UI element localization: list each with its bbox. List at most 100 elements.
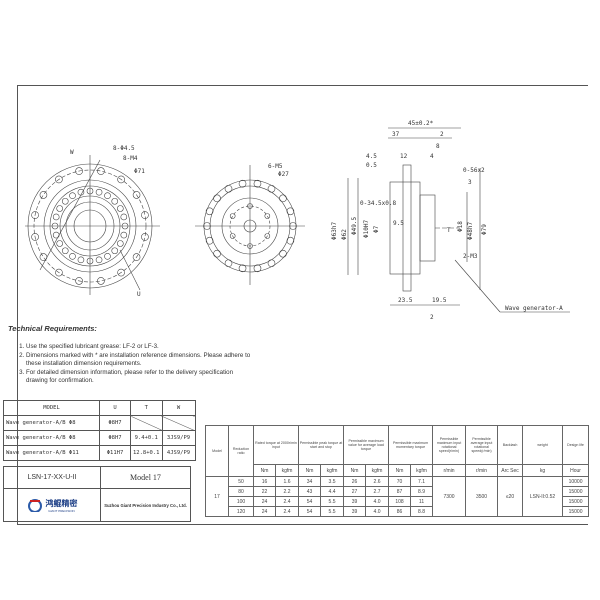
bolt-hole: [117, 175, 125, 184]
thread-hole: [229, 233, 236, 239]
dim-label: Φ63h7: [331, 222, 338, 240]
callout-label: Wave generator-A: [505, 305, 563, 312]
dim-label: U: [137, 291, 141, 298]
cell: 15000: [562, 486, 590, 497]
cell: 4.0: [365, 506, 390, 517]
header-cell: Permissible maximum value for average lo…: [343, 425, 390, 465]
dim-label: 4.5: [366, 153, 377, 160]
cell: LSN-II:0.52: [522, 476, 564, 517]
bearing-ball: [120, 231, 128, 239]
cell: 3JS9/P9: [161, 430, 196, 446]
cell: 43: [298, 486, 322, 497]
header-cell: T: [130, 400, 163, 416]
frame-border: [17, 85, 588, 86]
bolt-hole: [141, 211, 149, 219]
dim-label: 0-56x2: [463, 167, 485, 174]
unit-cell: kgfm: [365, 464, 390, 477]
bolt-hole: [267, 259, 276, 268]
dim-label: 12: [400, 153, 408, 160]
thread-hole: [264, 233, 271, 239]
dim-label: Φ62: [341, 229, 348, 240]
requirement-item: Use the specified lubricant grease: LF-2…: [26, 343, 256, 352]
bolt-hole: [205, 207, 214, 216]
header-cell: Model: [205, 425, 229, 477]
bearing-ball: [111, 247, 119, 255]
cell: 7.1: [410, 476, 434, 487]
unit-cell: Nm: [253, 464, 276, 477]
bearing-ball: [117, 240, 124, 247]
technical-requirements: Technical Requirements: Use the specifie…: [8, 324, 256, 386]
cell: 2.2: [274, 486, 300, 497]
dim-label: 45±0.2*: [408, 120, 434, 127]
dim-label: 37: [392, 131, 400, 138]
requirement-item: Dimensions marked with * are installatio…: [26, 352, 256, 369]
cell: Wave generator-A/B Φ8: [3, 430, 100, 446]
bolt-hole: [132, 253, 141, 261]
bolt-hole: [75, 277, 83, 285]
cell: 2.6: [365, 476, 390, 487]
dim-label: Φ27: [278, 171, 289, 178]
bearing-ball: [86, 187, 94, 195]
cell: 4.0: [365, 496, 390, 507]
thread-hole: [264, 213, 271, 219]
bearing-ball: [77, 188, 85, 196]
bolt-hole: [132, 191, 141, 199]
cell: 24: [253, 506, 276, 517]
cell: 2.4: [274, 506, 300, 517]
bearing-ball: [56, 240, 63, 247]
dim-label: 6-M5: [268, 163, 283, 170]
unit-cell: Hour: [562, 464, 590, 477]
cell: 39: [343, 506, 367, 517]
rear-view: 6-M5 Φ27: [195, 163, 305, 285]
bearing-ball: [69, 192, 76, 199]
dim-label: 8-Φ4.5: [113, 145, 135, 152]
header-cell: Permissible maximum momentary torque: [388, 425, 434, 465]
spec-table: Model Reduction ratio Rated torque at 20…: [205, 425, 590, 517]
dim-label: 2: [430, 314, 434, 321]
dim-label: W: [70, 149, 74, 156]
bolt-hole: [286, 207, 295, 216]
dim-label: 4: [430, 153, 434, 160]
bolt-hole: [97, 167, 105, 175]
dim-label: 2-M3: [463, 253, 478, 260]
unit-cell: kgfm: [410, 464, 434, 477]
cell: 34: [298, 476, 322, 487]
bolt-hole: [205, 236, 214, 245]
bearing-ball: [61, 197, 69, 205]
cell: 2.4: [274, 496, 300, 507]
cell: 87: [388, 486, 412, 497]
bearing-ball: [121, 222, 129, 230]
bolt-hole: [224, 184, 233, 193]
bolt-hole: [224, 259, 233, 268]
bolt-hole: [267, 184, 276, 193]
bolt-hole: [253, 179, 262, 188]
bearing-ball: [95, 188, 103, 196]
unit-cell: Arc Sec: [497, 464, 524, 477]
bolt-hole: [31, 211, 39, 219]
cell: 11: [410, 496, 434, 507]
header-cell: weight: [522, 425, 564, 465]
bearing-ball: [117, 205, 124, 212]
logo-text: 鸿鲲精密: [45, 498, 78, 508]
frame-border: [17, 85, 18, 525]
unit-cell: Nm: [298, 464, 322, 477]
bolt-hole: [279, 249, 287, 258]
bolt-hole: [253, 264, 262, 273]
part-number: LSN-17-XX-U-II: [3, 466, 101, 489]
dim-label: 8-M4: [123, 155, 138, 162]
cell: 27: [343, 486, 367, 497]
unit-cell: Nm: [343, 464, 367, 477]
cell: 15000: [562, 496, 590, 507]
dim-label: 23.5: [398, 297, 413, 304]
frame-border: [17, 524, 588, 525]
cell: 100: [228, 496, 254, 507]
cell: Φ8H7: [99, 430, 131, 446]
bolt-hole: [213, 194, 221, 203]
header-cell: Rated torque at 2000r/min input: [252, 425, 300, 465]
cell: 24: [253, 496, 276, 507]
header-cell: Design life: [562, 425, 590, 465]
